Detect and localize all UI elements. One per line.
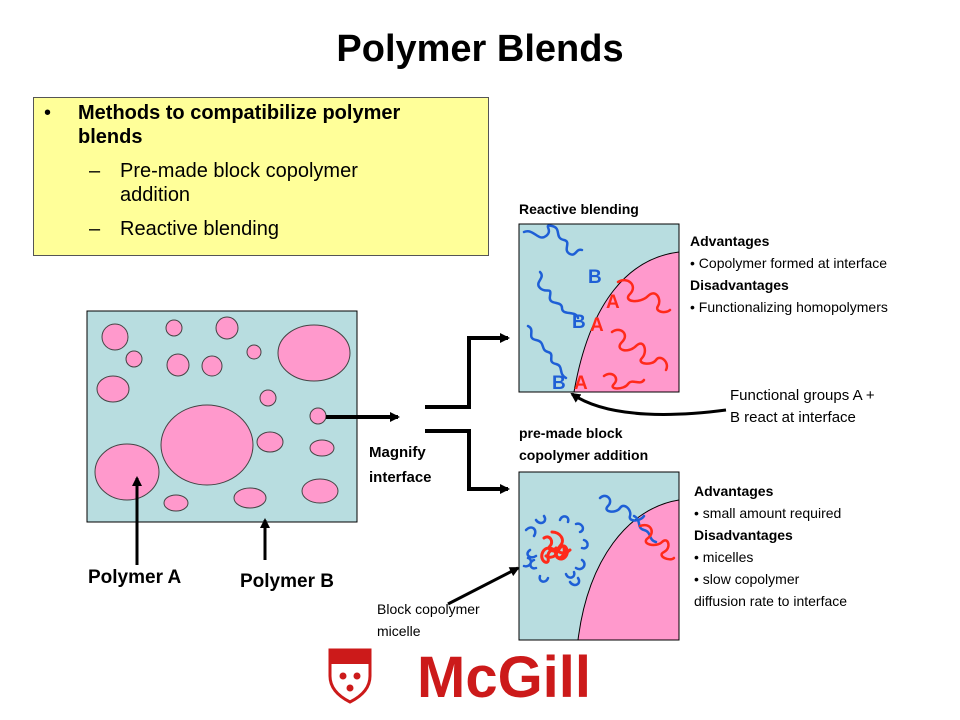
reactive-adv-heading: Advantages [690,233,770,249]
methods-heading-line2: blends [78,126,143,148]
polymer-a-label: Polymer A [88,567,182,588]
magnify-label-line2: interface [369,469,432,486]
reactive-dis-heading: Disadvantages [690,277,789,293]
micelle-arrow [447,566,520,606]
droplet [94,443,160,501]
chain-b [537,270,580,320]
copolymer-chain-block-a [638,523,676,561]
methods-item2: Reactive blending [120,218,279,240]
reactive-dis-item: • Functionalizing homopolymers [690,299,888,315]
premade-dis-item1: • micelles [694,549,753,565]
droplet [163,494,189,512]
letter-b: B [572,312,586,333]
premade-adv-item: • small amount required [694,505,841,521]
micelle-corona [522,514,589,587]
branch-up-arrow [425,333,510,409]
dash-glyph: – [89,218,101,240]
letter-a: A [606,292,620,313]
droplet [277,324,351,382]
chain-a [610,328,669,372]
methods-box: • Methods to compatibilize polymer blend… [33,97,489,256]
droplet [309,407,327,425]
droplet [259,389,277,407]
droplet [233,487,267,509]
reactive-panel: B A B A B A [518,223,680,394]
micelle-label-line1: Block copolymer [377,601,480,617]
letter-a: A [590,315,604,336]
reactive-adv-item: • Copolymer formed at interface [690,255,887,271]
chain-a [602,372,646,390]
droplet [301,478,339,504]
page-title: Polymer Blends [336,28,624,70]
droplet [166,353,190,377]
droplet [96,375,130,403]
functional-groups-arrow [570,392,727,416]
polymer-arrows [132,476,270,565]
droplet [256,431,284,453]
blend-box [86,310,358,523]
methods-item1-line2: addition [120,184,191,206]
premade-dis-heading: Disadvantages [694,527,793,543]
chain-a [616,278,672,314]
droplet [160,404,254,486]
micelle-label-line2: micelle [377,623,421,639]
micelle-core [544,530,572,559]
polymer-b-label: Polymer B [240,571,334,592]
premade-title-line2: copolymer addition [519,447,648,463]
copolymer-chain-block-b [598,494,646,522]
droplet [165,319,183,337]
letter-b: B [588,267,602,288]
letter-a: A [574,373,588,394]
chain-b [522,224,584,256]
premade-adv-heading: Advantages [694,483,774,499]
premade-title-line1: pre-made block [519,425,623,441]
premade-dis-item2: • slow copolymer [694,571,800,587]
branch-down-arrow [425,429,510,494]
droplet [215,316,239,340]
droplet [246,344,262,360]
droplet [125,350,143,368]
droplet [309,439,335,457]
methods-item1-line1: Pre-made block copolymer [120,160,358,182]
reactive-interface-domain [573,251,679,392]
copolymer-chain-block-b [632,514,658,544]
methods-heading-line1: Methods to compatibilize polymer [78,102,401,124]
magnify-label-line1: Magnify [369,444,426,461]
dash-glyph: – [89,160,101,182]
letter-b: B [552,373,566,394]
functional-label-line1: Functional groups A + [730,387,875,404]
functional-label-line2: B react at interface [730,409,856,426]
premade-interface-domain [577,499,679,640]
droplet [101,323,129,351]
mcgill-crest-icon [328,648,372,704]
chain-b [526,324,568,380]
bullet-glyph: • [44,102,52,124]
magnify-arrows [326,333,510,494]
droplet [201,355,223,377]
mcgill-logo-text: McGill [417,645,591,710]
reactive-title: Reactive blending [519,201,639,217]
premade-dis-item3: diffusion rate to interface [694,593,847,609]
premade-panel [518,471,680,641]
